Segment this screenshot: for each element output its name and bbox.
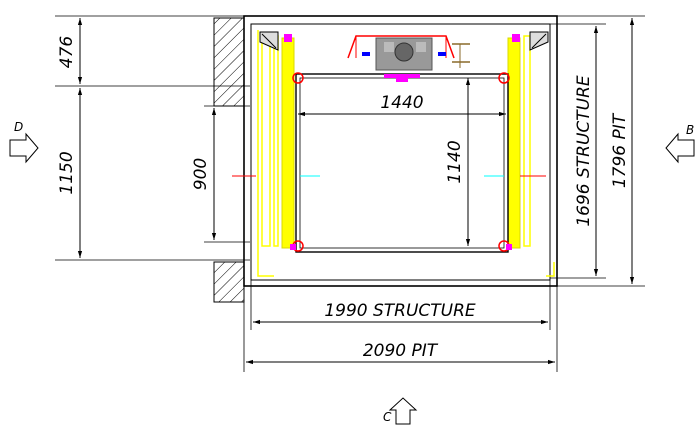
dim-1696-structure: 1696 STRUCTURE: [574, 75, 594, 227]
corner-bracket-left: [259, 31, 292, 51]
pit-outline: [243, 15, 558, 287]
view-arrow-right-icon: [665, 132, 695, 164]
wall-hatch-top: [213, 17, 245, 107]
view-arrow-left-icon: [9, 132, 39, 164]
wall-hatch-bottom: [213, 261, 245, 303]
dim-1990-structure: 1990 STRUCTURE: [324, 301, 476, 321]
view-label-b: B: [686, 123, 694, 137]
view-label-c: C: [383, 410, 392, 424]
dim-900: 900: [191, 158, 211, 190]
structure-outline: [250, 23, 551, 281]
dim-1150: 1150: [57, 151, 77, 194]
dim-1796-pit: 1796 PIT: [610, 112, 630, 188]
dim-1440: 1440: [380, 93, 423, 113]
dimension-lines: [77, 18, 635, 365]
guide-rails: [257, 30, 555, 277]
extension-lines: [55, 15, 645, 372]
dim-2090-pit: 2090 PIT: [363, 341, 439, 361]
corner-bracket-right: [512, 31, 549, 51]
dim-1140: 1140: [445, 140, 465, 183]
view-label-d: D: [14, 120, 23, 134]
dim-476: 476: [57, 36, 77, 69]
view-arrow-bottom-icon: [388, 397, 418, 425]
machine-unit: [347, 35, 470, 71]
magenta-markers: [290, 74, 512, 250]
